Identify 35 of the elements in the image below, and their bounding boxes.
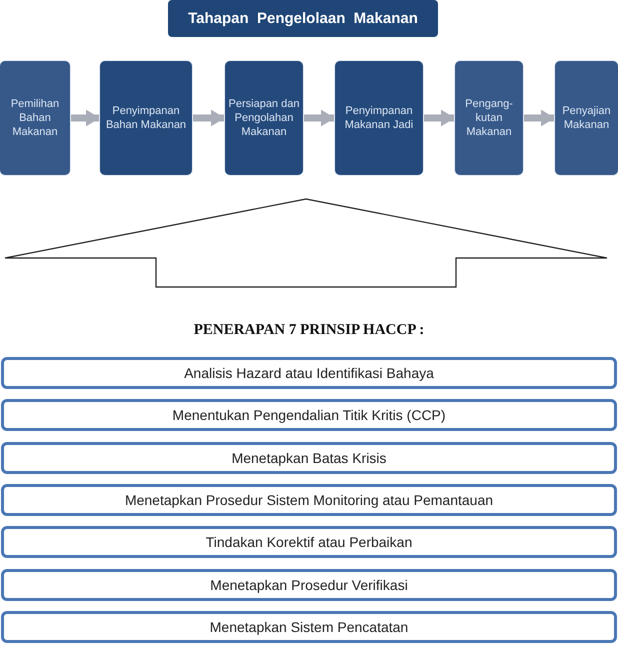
arrow <box>523 110 555 126</box>
arrow <box>303 110 335 126</box>
box-text: Penyimpanan Bahan Makanan <box>104 104 188 132</box>
box-text: Menetapkan Prosedur Verifikasi <box>210 576 408 592</box>
arrow <box>192 110 225 126</box>
box-text: Pemilihan Bahan Makanan <box>10 96 60 140</box>
box-text: Pengang- kutan Makanan <box>464 96 514 140</box>
callout-arrow-shape <box>4 198 609 288</box>
box-text: Menetapkan Prosedur Sistem Monitoring atau Pemantauan <box>124 492 494 508</box>
process-box <box>0 61 70 175</box>
arrow <box>423 110 455 126</box>
box-text: Penyajian Makanan <box>561 104 612 132</box>
box-text: Penyimpanan Makanan Jadi <box>344 104 414 132</box>
box-text: Menetapkan Sistem Pencatatan <box>210 618 408 635</box>
principle-box <box>1 484 617 516</box>
box-text: Tindakan Korektif atau Perbaikan <box>206 534 412 550</box>
principle-box <box>1 399 617 432</box>
process-box <box>335 61 423 175</box>
box-text: Menetapkan Batas Krisis <box>232 450 386 466</box>
process-box <box>555 61 618 175</box>
box-text: Tahapan Pengelolaan Makanan <box>188 10 418 27</box>
principle-box <box>1 568 617 600</box>
principle-box <box>1 442 617 474</box>
box-text: Analisis Hazard atau Identifikasi Bahaya <box>184 365 434 381</box>
section-heading: PENERAPAN 7 PRINSIP HACCP : <box>192 322 426 339</box>
process-box <box>100 61 192 175</box>
principle-box <box>1 610 617 643</box>
principle-box <box>1 526 617 558</box>
principle-box <box>1 357 617 389</box>
box-text: Menentukan Pengendalian Titik Kritis (CCP) <box>172 407 446 424</box>
title-box <box>168 0 438 37</box>
arrow <box>70 110 100 126</box>
process-box <box>455 61 523 175</box>
process-box <box>225 61 303 175</box>
box-text: Persiapan dan Pengolahan Makanan <box>228 96 300 140</box>
